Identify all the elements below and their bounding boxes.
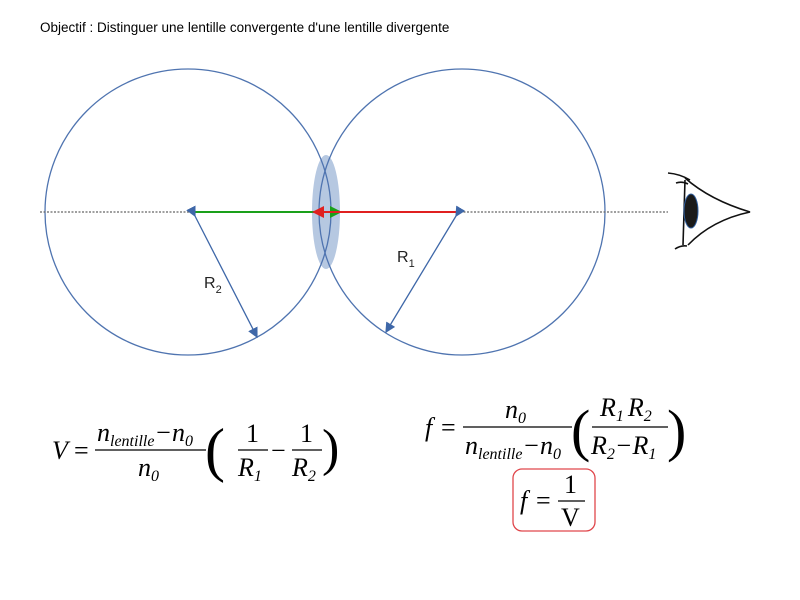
- svg-text:=: =: [536, 486, 551, 515]
- svg-text:R2: R2: [291, 453, 316, 485]
- svg-text:(: (: [205, 417, 225, 483]
- svg-text:1: 1: [564, 470, 577, 499]
- svg-text:1: 1: [300, 419, 313, 448]
- formula-f-equals-inverse-v: f = 1 V: [512, 468, 596, 532]
- svg-text:): ): [322, 420, 339, 477]
- formula-vergence: V = nlentille−n0 n0 ( 1 R1 − 1 R2 ): [52, 417, 339, 485]
- eye-icon: [667, 172, 751, 250]
- red-arrowhead: [312, 206, 324, 218]
- svg-text:): ): [667, 398, 686, 463]
- svg-text:f: f: [520, 486, 531, 515]
- svg-text:(: (: [571, 398, 590, 463]
- svg-text:R2−R1: R2−R1: [590, 431, 656, 463]
- r2-label: R2: [204, 275, 222, 296]
- svg-text:−: −: [271, 436, 286, 465]
- svg-text:R1: R1: [237, 453, 262, 485]
- svg-text:nlentille−n0: nlentille−n0: [465, 431, 561, 463]
- r1-label: R1: [397, 249, 415, 270]
- svg-text:=: =: [74, 436, 89, 465]
- svg-text:n0: n0: [138, 453, 159, 485]
- svg-text:nlentille−n0: nlentille−n0: [97, 418, 193, 450]
- page-title: Objectif : Distinguer une lentille conve…: [40, 20, 450, 35]
- svg-text:=: =: [441, 413, 456, 442]
- svg-text:V: V: [52, 436, 71, 465]
- svg-text:1: 1: [246, 419, 259, 448]
- r1-arrow: [385, 205, 466, 334]
- svg-text:f: f: [425, 413, 436, 442]
- r2-arrow: [186, 205, 258, 339]
- svg-text:n0: n0: [505, 395, 526, 427]
- svg-text:V: V: [561, 503, 580, 532]
